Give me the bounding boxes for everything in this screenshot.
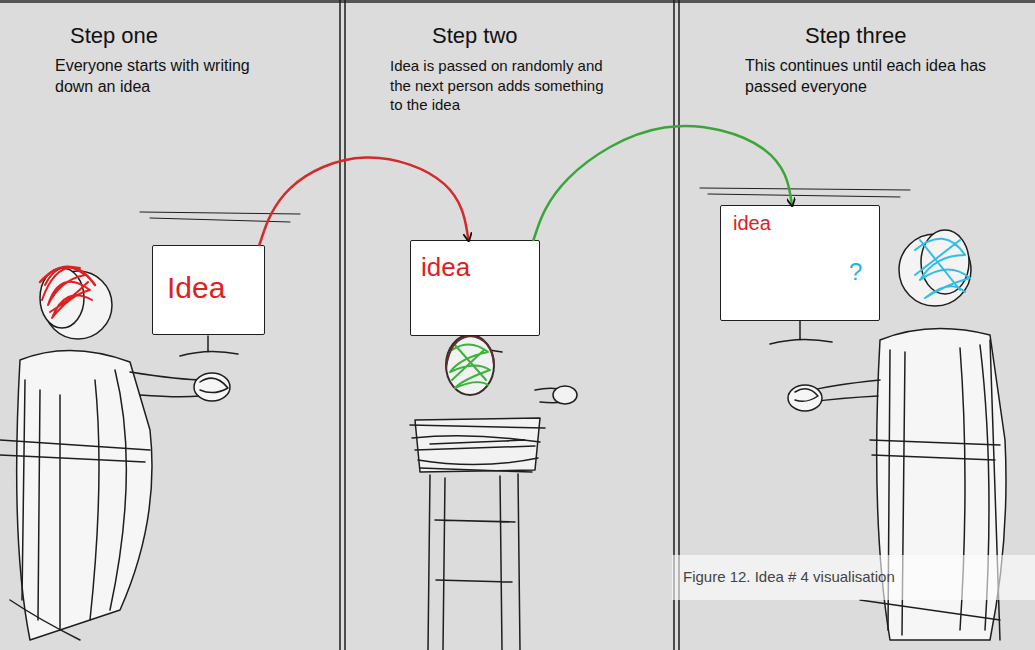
screen-text: idea — [421, 251, 501, 285]
step-heading: Step three — [805, 22, 1025, 51]
top-strip — [0, 0, 1035, 3]
pass-arrow — [259, 157, 468, 245]
step-panel: Step threeThis continues until each idea… — [680, 0, 1035, 650]
panel-divider — [344, 0, 346, 650]
screen-symbol: ? — [849, 256, 874, 287]
screen-text: idea — [733, 210, 803, 236]
panel-divider — [673, 0, 675, 650]
caption-box — [672, 555, 1035, 600]
panel-divider — [678, 0, 680, 650]
idea-screen: idea? — [720, 205, 880, 321]
step-description: Everyone starts with writing down an ide… — [55, 56, 270, 98]
step-description: Idea is passed on randomly and the next … — [390, 56, 605, 115]
step-panel: Step oneEveryone starts with writing dow… — [0, 0, 340, 650]
figure-caption: Figure 12. Idea # 4 visualisation — [683, 568, 895, 585]
monitor-stand — [140, 188, 910, 356]
step-description: This continues until each idea has passe… — [745, 56, 1015, 98]
person-two — [410, 335, 577, 650]
screen-text: Idea — [167, 268, 262, 307]
idea-screen: Idea — [152, 245, 265, 335]
step-heading: Step two — [432, 22, 662, 51]
panel-divider — [339, 0, 341, 650]
step-heading: Step one — [70, 22, 330, 51]
pass-arrow — [534, 126, 793, 240]
step-panel: Step twoIdea is passed on randomly and t… — [346, 0, 674, 650]
idea-screen: idea — [410, 240, 540, 336]
